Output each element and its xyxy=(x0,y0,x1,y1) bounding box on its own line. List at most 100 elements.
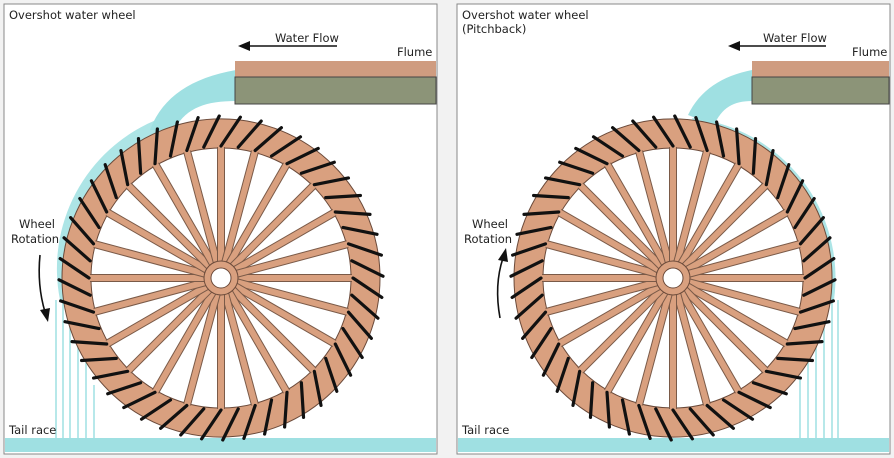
wheel-bucket xyxy=(168,120,179,158)
wheel-bucket xyxy=(106,381,143,396)
rotation-label-line1: Wheel xyxy=(472,217,508,231)
wheel-bucket xyxy=(673,114,692,149)
wheel-bucket xyxy=(263,398,274,436)
wheel-bucket xyxy=(515,225,553,236)
wheel-bucket xyxy=(555,356,570,393)
wheel-spoke xyxy=(126,286,213,373)
wheel-bucket xyxy=(543,176,582,187)
wheel-spoke xyxy=(232,282,336,347)
wheel-bucket xyxy=(798,216,825,246)
wheel-spoke xyxy=(604,163,669,267)
wheel-bucket xyxy=(721,398,755,421)
wheel-bucket xyxy=(751,136,758,175)
wheel-bucket xyxy=(312,369,323,408)
wheel-bucket xyxy=(299,381,306,420)
wheel-spoke xyxy=(673,291,710,406)
flume-bottom xyxy=(751,76,890,105)
wheel-bucket xyxy=(571,369,582,408)
wheel-bucket xyxy=(671,408,694,441)
wheel-spoke xyxy=(221,150,258,265)
wheel-spoke xyxy=(234,241,349,278)
wheel-bucket xyxy=(588,381,595,420)
wheel-bucket xyxy=(69,216,96,246)
wheel-bucket xyxy=(803,257,836,280)
wheel-bucket xyxy=(558,160,595,175)
wheel-bucket xyxy=(611,126,641,153)
wheel-bucket xyxy=(541,342,561,377)
water-flow-arrow xyxy=(238,41,337,51)
wheel-bucket xyxy=(654,407,673,442)
wheel-bucket xyxy=(346,242,383,257)
wheel-spoke xyxy=(681,183,768,270)
wheel-spoke xyxy=(545,278,660,315)
wheel-bucket xyxy=(59,299,96,314)
wheel-spoke xyxy=(225,163,290,267)
wheel-bucket xyxy=(605,390,611,429)
wheel-spoke xyxy=(636,150,673,265)
wheel-spoke xyxy=(152,163,217,267)
wheel-spoke xyxy=(686,241,801,278)
wheel-bucket xyxy=(341,225,379,236)
wheel-bucket xyxy=(522,210,561,216)
water-flow-label: Water Flow xyxy=(763,31,827,45)
wheel-bucket xyxy=(91,369,130,380)
wheel-bucket xyxy=(285,146,320,166)
water-wheel xyxy=(509,114,837,442)
wheel-spoke xyxy=(184,291,221,406)
wheel-spokes xyxy=(90,147,352,409)
wheel-spoke xyxy=(673,150,710,265)
panel-subtitle: (Pitchback) xyxy=(462,22,526,36)
wheel-bucket xyxy=(221,407,240,442)
wheel-bucket xyxy=(510,276,543,299)
flume-label: Flume xyxy=(852,45,887,59)
wheel-bucket xyxy=(620,398,631,436)
water-wheel xyxy=(57,114,385,442)
wheel-spoke xyxy=(684,282,788,347)
wheel-spoke xyxy=(106,209,210,274)
wheel-bucket xyxy=(89,179,109,214)
wheel-bucket xyxy=(253,126,283,153)
rotation-arrow xyxy=(496,248,508,319)
wheel-bucket xyxy=(802,236,832,263)
wheel-bucket xyxy=(694,116,709,153)
wheel-bucket xyxy=(793,320,831,331)
wheel-bucket xyxy=(236,119,263,149)
wheel-bucket xyxy=(219,115,242,148)
wheel-bucket xyxy=(737,390,772,410)
wheel-bucket xyxy=(351,276,384,299)
wheel-bucket xyxy=(103,163,118,200)
wheel-bucket xyxy=(688,407,715,437)
wheel-spoke xyxy=(686,278,801,315)
wheel-bucket xyxy=(341,326,364,360)
wheel-spoke xyxy=(684,209,788,274)
wheel-spoke xyxy=(184,150,221,265)
wheel-bucket xyxy=(631,119,658,149)
wheel-bucket xyxy=(802,278,837,297)
wheel-bucket xyxy=(299,160,336,175)
wheel-bucket xyxy=(530,326,553,360)
flume-top xyxy=(752,61,889,77)
rotation-label-line2: Rotation xyxy=(11,232,59,246)
rotation-arrow xyxy=(38,254,50,322)
wheel-spoke xyxy=(93,241,208,278)
wheel-bucket xyxy=(70,340,109,346)
wheel-bucket xyxy=(324,193,363,200)
wheel-bucket xyxy=(637,403,652,440)
wheel-bucket xyxy=(785,340,824,346)
wheel-spoke xyxy=(93,278,208,315)
wheel-bucket xyxy=(751,381,788,396)
wheel-bucket xyxy=(333,210,372,216)
wheel-spoke xyxy=(229,183,316,270)
wheel-bucket xyxy=(350,293,380,320)
flume-top xyxy=(235,61,436,77)
wheel-bucket xyxy=(511,242,548,257)
wheel-bucket xyxy=(119,148,130,187)
wheel-bucket xyxy=(179,407,206,437)
wheel-spoke xyxy=(221,291,258,406)
wheel-bucket xyxy=(153,127,159,166)
wheel-bucket xyxy=(346,310,373,340)
wheel-spoke xyxy=(681,286,768,373)
wheel-bucket xyxy=(269,135,303,158)
wheel-buckets xyxy=(509,114,837,442)
